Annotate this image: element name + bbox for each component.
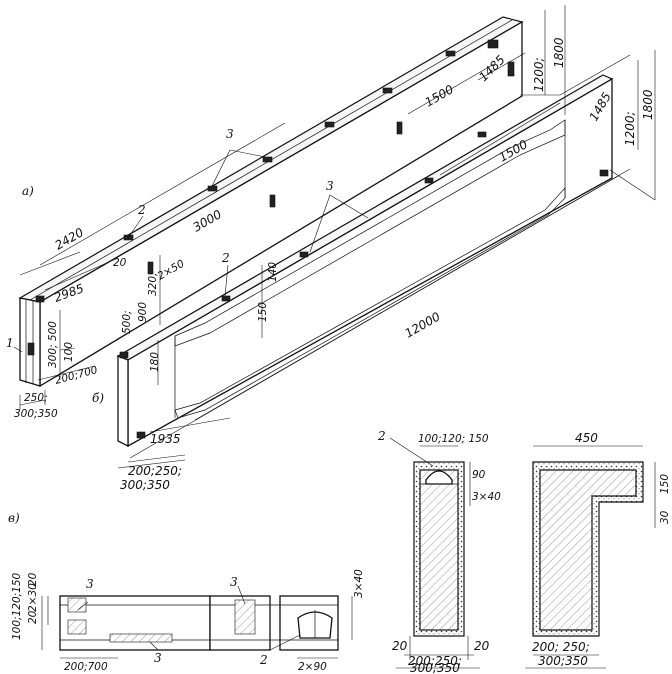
dim-b-140: 140 (267, 262, 279, 282)
mark-3-view-v-c: 3 (154, 651, 162, 665)
dim-s2-30: 30 (659, 510, 671, 524)
dim-v-3x40: 3×40 (353, 569, 365, 598)
mark-2-beam-a: 2 (137, 203, 146, 217)
dim-a-1800: 1800 (552, 37, 566, 68)
dim-v-20-top: 20 (27, 572, 39, 586)
lifting-loop-icon (425, 470, 453, 485)
dim-v-2x90: 2×90 (298, 661, 327, 673)
dim-b-1935: 1935 (150, 432, 181, 446)
dim-s2-150: 150 (659, 474, 671, 494)
dim-v-100-120-150: 100;120;150 (11, 572, 23, 640)
beam-a (18, 16, 524, 388)
dim-s2-200-250: 200; 250; (532, 640, 590, 654)
beam-b (116, 74, 614, 448)
insert-plate-icon (445, 50, 456, 57)
cross-section-2 (525, 445, 656, 669)
dim-v-200-700: 200;700 (64, 661, 108, 673)
dim-a-300-350: 300;350 (14, 408, 58, 420)
dim-a-20: 20 (113, 257, 127, 269)
part-label-v: в) (8, 511, 20, 525)
dim-b-300-350: 300;350 (120, 478, 170, 492)
dim-a-300-500: 300; 500 (47, 321, 59, 368)
mark-3-beam-a: 3 (226, 127, 234, 141)
dim-a-500: 500; (121, 310, 133, 334)
dim-v-20-mid: 20 (27, 610, 39, 624)
dim-b-180: 180 (149, 352, 161, 372)
dim-s1-90: 90 (472, 469, 486, 481)
leaders (13, 149, 369, 353)
dim-s1-300-350: 300;350 (410, 661, 460, 674)
dim-b-1200: 1200; (623, 111, 637, 146)
insert-plate-icon (35, 295, 45, 303)
view-v (41, 585, 353, 659)
mark-3-beam-b: 3 (326, 179, 334, 193)
insert-plate-icon (382, 87, 393, 94)
dim-a-2420: 2420 (53, 225, 87, 253)
insert-plate-icon (119, 351, 129, 359)
cross-section-1 (389, 437, 480, 669)
dim-s1-3x40: 3×40 (472, 491, 501, 503)
dim-b-1800: 1800 (641, 89, 655, 120)
dims-b (117, 50, 656, 469)
part-label-a: а) (22, 184, 34, 198)
dim-v-2x30: 2×30 (27, 583, 39, 612)
mark-2-view-v: 2 (259, 653, 268, 667)
insert-plate-icon (27, 342, 35, 356)
dim-s1-top: 100;120; 150 (418, 433, 489, 445)
mark-2-beam-b: 2 (221, 251, 230, 265)
dim-a-320: 320; (147, 272, 159, 296)
beam-a-end-face (19, 297, 41, 387)
insert-plate-icon (324, 121, 335, 128)
mark-1: 1 (6, 336, 14, 350)
dim-s2-300-350: 300;350 (538, 654, 588, 668)
mark-2-section: 2 (377, 429, 386, 443)
insert-plate-icon (221, 295, 231, 302)
mark-3-view-v-b: 3 (230, 575, 238, 589)
dim-a-100: 100 (63, 342, 75, 362)
insert-plate-icon (507, 61, 515, 77)
insert-plate-icon (299, 251, 309, 258)
mark-3-view-v-a: 3 (86, 577, 94, 591)
insert-plate-icon (599, 169, 609, 177)
dim-s1-20-right: 20 (474, 639, 490, 653)
dim-a-900: 900 (137, 302, 149, 322)
insert-plate-icon (424, 177, 434, 184)
part-label-b: б) (92, 391, 104, 405)
beam-b-end-face (117, 355, 129, 448)
dim-s2-450: 450 (575, 431, 598, 445)
insert-plate-icon (262, 156, 273, 163)
dim-b-200-250: 200;250; (128, 464, 182, 478)
dim-a-250: 250; (24, 392, 48, 404)
dim-b-150: 150 (257, 302, 269, 322)
dim-s1-20-left: 20 (392, 639, 408, 653)
dim-a-1200: 1200; (532, 57, 546, 92)
insert-plate-icon (207, 185, 218, 192)
dim-s1-200-250: 200;250; (408, 654, 462, 668)
dim-b-12000: 12000 (403, 309, 443, 340)
dims-a (19, 5, 566, 410)
insert-plate-icon (477, 131, 487, 138)
